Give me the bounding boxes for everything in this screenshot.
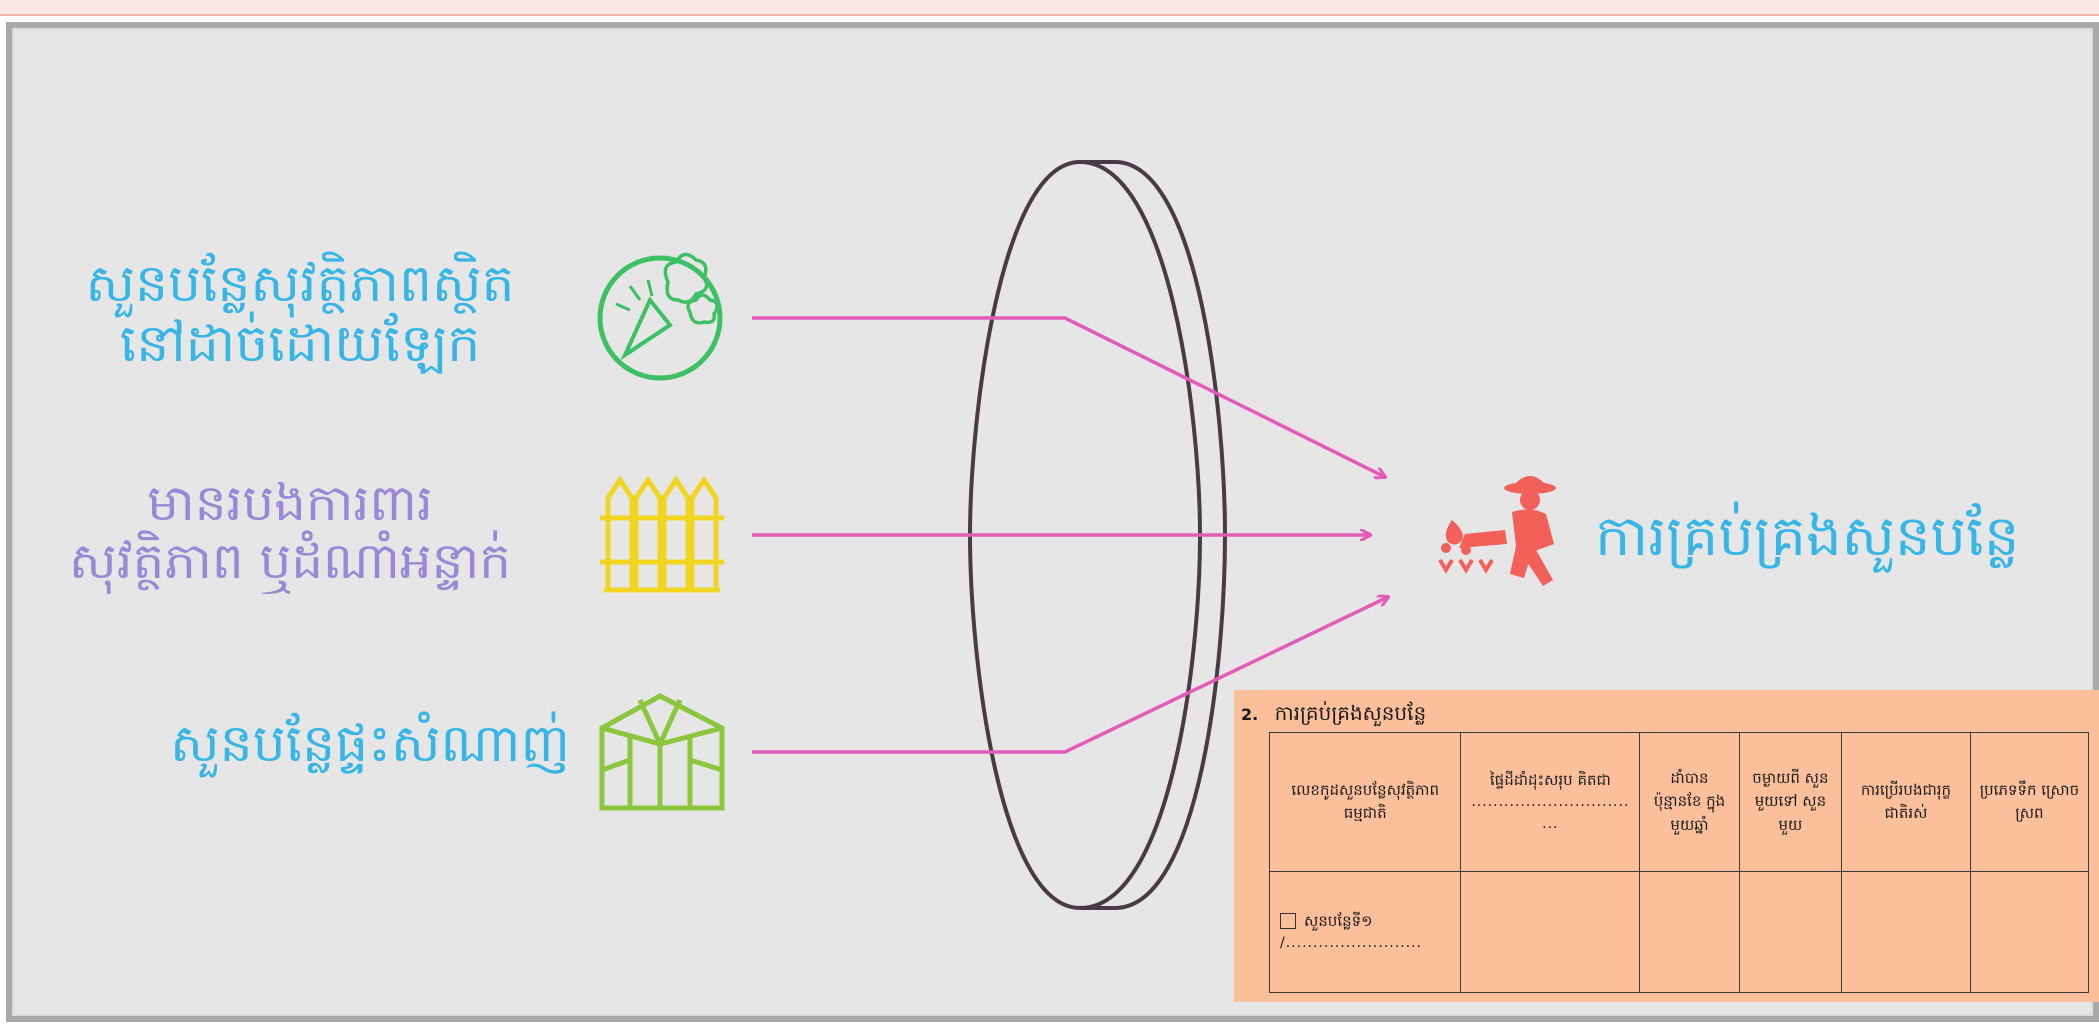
row-cell-empty bbox=[1738, 871, 1843, 993]
table-title: 2. ការគ្រប់គ្រងសួនបន្លែ bbox=[1241, 698, 2089, 732]
garden-management-table: លេខកូដសួនបន្លែសុវត្ថិភាពធម្មជាតិ ផ្ទៃដីដ… bbox=[1268, 732, 2090, 993]
greenhouse-icon bbox=[599, 693, 725, 811]
input-label-net-house: សួនបន្លែផ្ទះសំណាញ់ bbox=[170, 714, 570, 774]
header-cell-garden-code: លេខកូដសួនបន្លែសុវត្ថិភាពធម្មជាតិ bbox=[1268, 732, 1462, 872]
table-number: 2. bbox=[1241, 705, 1259, 724]
farmer-watering-icon bbox=[1438, 476, 1556, 586]
output-label-garden-management: ការគ្រប់គ្រងសួនបន្លែ bbox=[1595, 504, 2020, 569]
arrow-1 bbox=[752, 316, 1385, 477]
fence-icon bbox=[600, 475, 724, 593]
top-strip bbox=[0, 0, 2099, 16]
garden-management-table-panel: 2. ការគ្រប់គ្រងសួនបន្លែ លេខកូដសួនបន្លែសុ… bbox=[1234, 690, 2099, 1002]
row-cell-empty bbox=[1841, 871, 1971, 993]
arrows bbox=[752, 316, 1388, 754]
table-row: សួនបន្លែទី១ /......................... bbox=[1268, 871, 2090, 993]
header-cell-total-area: ផ្ទៃដីដាំដុះសរុប គិតជា .................… bbox=[1460, 732, 1641, 872]
input-label-protective-fence: មានរបងការពារ សុវត្ថិភាព ឬដំណាំអន្ទាក់ bbox=[69, 474, 511, 590]
row-cell-empty bbox=[1969, 871, 2090, 993]
header-cell-irrigation-water: ប្រភេទទឹក ស្រោចស្រព bbox=[1969, 732, 2090, 872]
row-cell-garden-1: សួនបន្លែទី១ /......................... bbox=[1268, 871, 1462, 993]
table-title-text: ការគ្រប់គ្រងសួនបន្លែ bbox=[1274, 701, 1427, 725]
row-cell-empty bbox=[1460, 871, 1641, 993]
garden-1-checkbox[interactable] bbox=[1280, 913, 1296, 930]
row-cell-empty bbox=[1639, 871, 1740, 993]
table-header-row: លេខកូដសួនបន្លែសុវត្ថិភាពធម្មជាតិ ផ្ទៃដីដ… bbox=[1268, 732, 2090, 872]
input-label-isolated-garden: សួនបន្លែសុវត្ថិភាពស្ថិត នៅដាច់ដោយឡែក bbox=[85, 254, 515, 374]
header-cell-distance-between-gardens: ចម្ងាយពី សួនមួយទៅ សួនមួយ bbox=[1738, 732, 1843, 872]
header-cell-living-fence: ការប្រើរបងជារុក្ខជាតិរស់ bbox=[1841, 732, 1971, 872]
vegetable-icon bbox=[597, 252, 723, 381]
header-cell-months-per-year: ដាំបាន ប៉ុន្មានខែ ក្នុងមួយឆ្នាំ bbox=[1639, 732, 1740, 872]
arrow-3 bbox=[752, 597, 1388, 754]
